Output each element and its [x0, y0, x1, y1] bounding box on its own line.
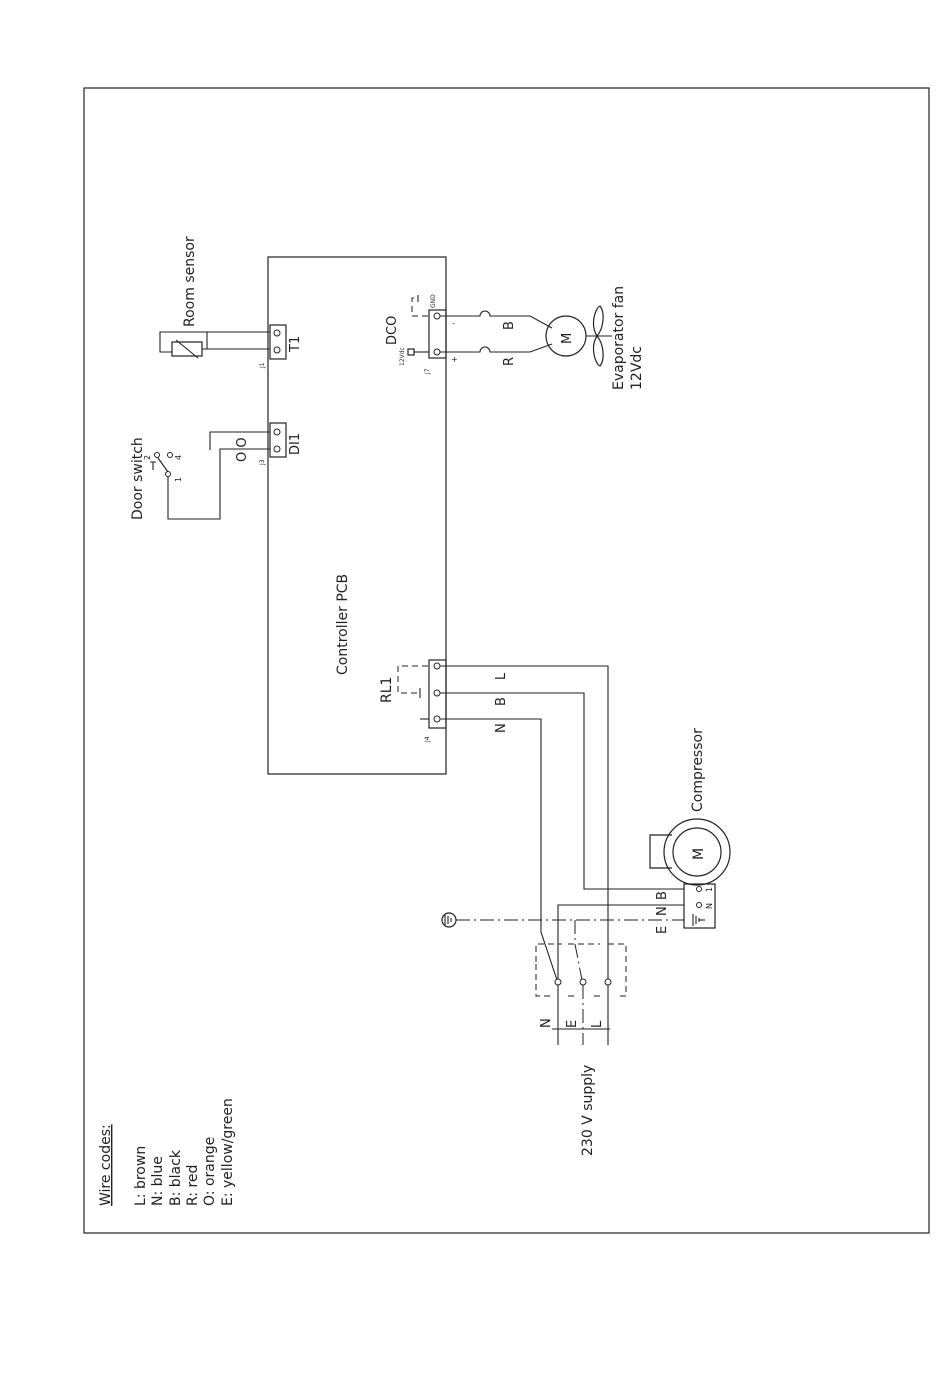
diagram-frame	[84, 88, 929, 1233]
di1-terminal: DI1 J3	[259, 423, 303, 466]
compressor-wire-b: B	[655, 891, 670, 900]
relay-wire-b: B	[494, 697, 509, 706]
compressor-label: Compressor	[690, 728, 706, 812]
compressor-wire-n: N	[655, 906, 670, 916]
dco-voltage-label: 12Vdc	[399, 347, 406, 366]
wire-code-l: L: brown	[133, 1146, 149, 1206]
wire-code-e: E: yellow/green	[220, 1098, 236, 1206]
evaporator-fan: M B R Evaporator fan 12Vdc	[440, 286, 645, 390]
door-switch-label: Door switch	[130, 437, 146, 520]
wire-code-o: O: orange	[202, 1137, 218, 1206]
dco-wire-r: R	[502, 357, 517, 366]
svg-text:M: M	[560, 333, 575, 344]
compressor-wire-e: E	[655, 926, 670, 934]
relay-wire-l: L	[494, 672, 509, 680]
j7-label: J7	[424, 368, 431, 375]
svg-text:N: N	[705, 903, 714, 909]
compressor: 1 N M Compressor B N E	[650, 728, 730, 934]
wire-code-r: R: red	[185, 1165, 201, 1206]
wire-l	[440, 666, 608, 982]
dco-label: DCO	[385, 316, 400, 345]
room-sensor-label: Room sensor	[182, 236, 198, 327]
j3-label: J3	[259, 459, 266, 466]
svg-text:1: 1	[174, 477, 183, 482]
wire-b	[440, 693, 684, 889]
wire-code-n: N: blue	[150, 1156, 166, 1206]
supply-line-l: L	[590, 1020, 605, 1028]
dco-terminal: - + GND 12Vdc DCO J7	[385, 294, 458, 375]
evaporator-fan-label: Evaporator fan	[611, 286, 627, 390]
wire-codes-legend: Wire codes: L: brown N: blue B: black R:…	[98, 1098, 236, 1206]
j4-label: J4	[424, 736, 431, 743]
supply-label: 230 V supply	[580, 1065, 596, 1156]
wire-n	[440, 719, 557, 980]
relay-wire-n: N	[494, 723, 509, 733]
svg-text:-: -	[452, 319, 455, 328]
supply-line-e: E	[565, 1020, 580, 1028]
dco-wire-b: B	[502, 321, 517, 330]
rl1-label: RL1	[379, 677, 395, 703]
svg-text:+: +	[451, 355, 458, 364]
rl1-terminal: RL1 J4	[379, 660, 446, 743]
door-switch-wire-codes: O O	[235, 437, 250, 462]
j1-label: J1	[259, 362, 266, 369]
svg-text:M: M	[691, 848, 707, 860]
evaporator-fan-voltage: 12Vdc	[629, 346, 645, 390]
supply-line-n: N	[539, 1018, 554, 1028]
earth-ground	[442, 913, 684, 980]
wire-codes-title: Wire codes:	[98, 1124, 114, 1206]
ground-icon	[442, 913, 456, 927]
wire-code-b: B: black	[168, 1149, 184, 1206]
t1-label: T1	[288, 336, 303, 353]
svg-text:4: 4	[174, 455, 183, 460]
svg-text:1: 1	[705, 887, 714, 892]
controller-pcb-label: Controller PCB	[335, 574, 351, 675]
room-sensor: Room sensor	[160, 236, 270, 358]
controller-pcb-box	[268, 257, 446, 774]
door-switch: 1 2 4 Door switch O O	[130, 432, 270, 520]
di1-label: DI1	[288, 433, 303, 455]
gnd-label: GND	[430, 294, 437, 308]
